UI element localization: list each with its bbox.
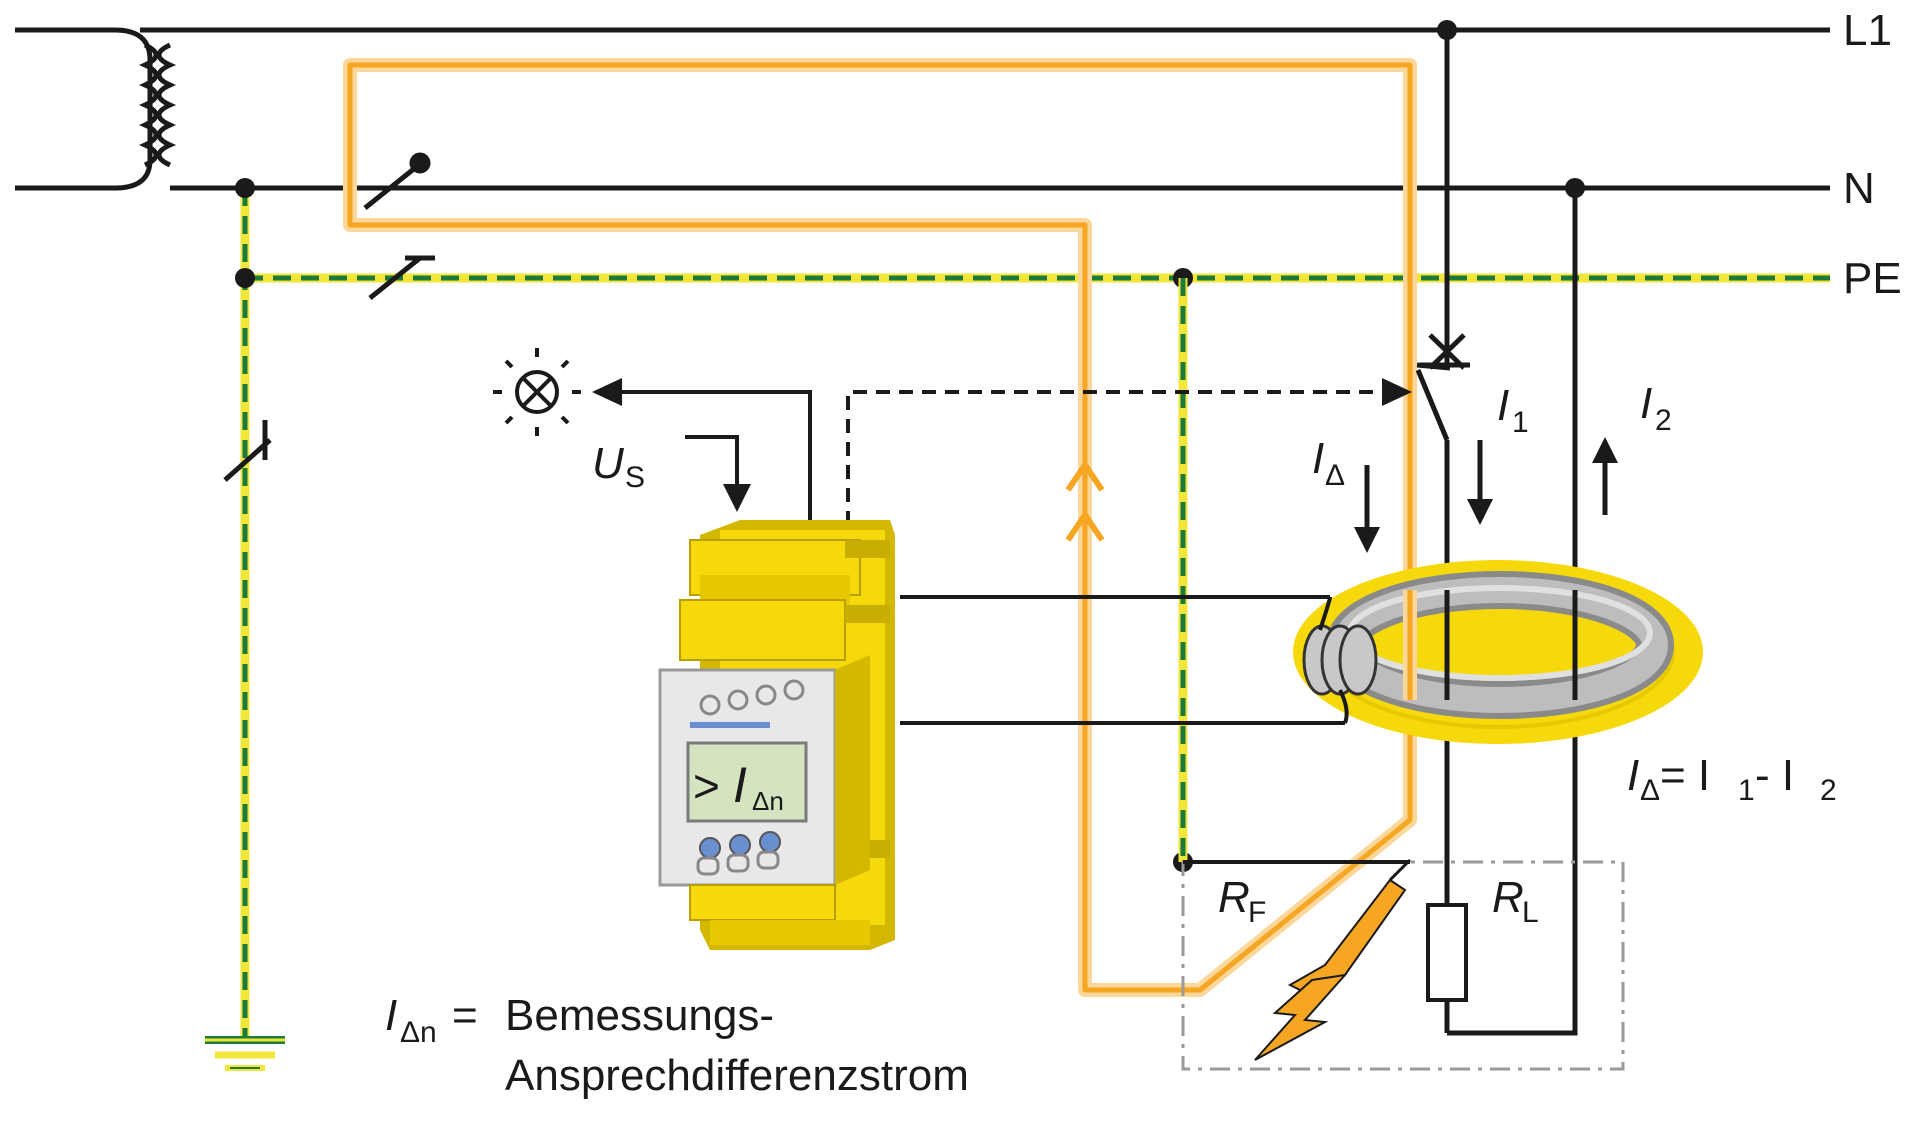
legend-line2: Ansprechdifferenzstrom [505, 1051, 969, 1100]
ct-wires [900, 595, 1349, 725]
lamp-icon [493, 348, 581, 436]
label-l1: L1 [1843, 6, 1892, 55]
current-transformer [1293, 560, 1703, 744]
alarm-line [592, 378, 812, 525]
label-idelta: I [1312, 434, 1324, 483]
legend-line1: Bemessungs- [505, 991, 774, 1040]
eq-sub1: 1 [1738, 774, 1755, 807]
label-rl: R [1492, 873, 1524, 922]
eq-lhs: I [1627, 751, 1639, 800]
eq-minus: - I [1755, 751, 1794, 800]
label-n: N [1843, 164, 1875, 213]
equation: I Δ = I 1 - I 2 [1627, 751, 1837, 807]
legend: I Δn = Bemessungs- Ansprechdifferenzstro… [385, 991, 969, 1100]
fault-current-path [343, 58, 1417, 997]
fault-arrows [1065, 459, 1105, 542]
current-arrows [1354, 437, 1618, 553]
control-line [846, 378, 1412, 525]
through-conductors [1444, 590, 1578, 700]
legend-symbol: I [385, 991, 397, 1040]
junction-dots [235, 20, 1585, 872]
eq-mid: = I [1660, 751, 1710, 800]
label-rf: R [1218, 873, 1250, 922]
display-gt: > [693, 760, 720, 812]
transformer-icon [15, 27, 180, 191]
rcm-device [658, 520, 895, 950]
resistor-rl [1426, 903, 1468, 1033]
label-i2-sub: 2 [1655, 404, 1672, 437]
label-i1-sub: 1 [1512, 406, 1529, 439]
label-rl-sub: L [1522, 896, 1539, 929]
l1-vertical [1415, 30, 1466, 1033]
label-idelta-sub: Δ [1325, 459, 1345, 492]
us-arrow [685, 435, 751, 512]
label-us-sub: S [625, 461, 645, 494]
label-pe: PE [1843, 254, 1902, 303]
label-rf-sub: F [1248, 896, 1266, 929]
label-i2: I [1640, 379, 1652, 428]
display-symbol: I [733, 757, 747, 813]
fault-spark-icon [1254, 858, 1412, 1061]
ground-icon [205, 1036, 285, 1071]
n-vertical [1447, 188, 1578, 1036]
eq-sub2: 2 [1820, 774, 1837, 807]
label-us: U [592, 439, 624, 488]
load-box [1181, 860, 1625, 1071]
legend-symbol-sub: Δn [400, 1016, 437, 1049]
label-i1: I [1497, 381, 1509, 430]
display-subscript: Δn [752, 786, 784, 816]
legend-equals: = [452, 991, 478, 1040]
isolation-marks [223, 152, 435, 482]
eq-lhs-sub: Δ [1640, 774, 1660, 807]
